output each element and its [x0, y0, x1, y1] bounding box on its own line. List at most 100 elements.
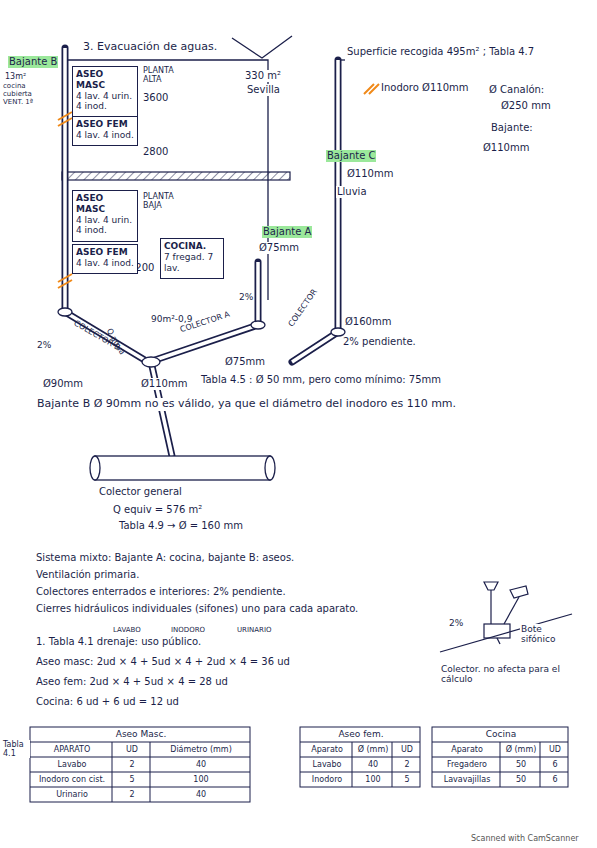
- trap-sketch-part: [490, 590, 491, 624]
- note-label: Aseo masc: 2ud × 4 + 5ud × 4 + 2ud × 4 =…: [35, 656, 291, 668]
- table-grid-part: [300, 727, 420, 787]
- table-grid-part: [432, 742, 568, 787]
- note-label: Ø (mm): [354, 745, 392, 754]
- note-label: Ø75mm: [224, 356, 266, 368]
- marker-hatch-part: [364, 84, 379, 94]
- note-label: Sevilla: [246, 84, 281, 96]
- note-label: Sistema mixto: Bajante A: cocina, bajant…: [35, 552, 295, 564]
- note-label: Cierres hidráulicos individuales (sifone…: [35, 603, 359, 615]
- note-label: 6: [542, 760, 568, 769]
- note-label: Ø250 mm: [500, 100, 552, 112]
- note-label: URINARIO: [236, 626, 273, 634]
- note-label: Inodoro Ø110mm: [380, 82, 470, 94]
- note-label: cocina cubierta VENT. 1ª: [2, 82, 48, 106]
- note-label: Tabla 4.5 : Ø 50 mm, pero como mínimo: 7…: [200, 374, 442, 386]
- pipe-joint-part: [331, 328, 345, 336]
- note-label: PLANTA ALTA: [142, 66, 184, 84]
- note-label: 2: [394, 760, 420, 769]
- pipe-joint-part: [58, 308, 72, 316]
- note-label: 100: [354, 775, 392, 784]
- note-label: 5: [394, 775, 420, 784]
- room-name: COCINA.: [164, 241, 220, 252]
- note-label: 330 m²: [244, 70, 282, 82]
- note-label: 40: [354, 760, 392, 769]
- pipe-joint-part: [142, 357, 160, 367]
- trap-sketch-part: [510, 586, 528, 598]
- room-box: COCINA.7 fregad. 7 lav.: [160, 238, 224, 279]
- marker-hatch-part: [58, 274, 72, 288]
- general-collector-part: [90, 456, 100, 480]
- note-label: INODORO: [170, 626, 206, 634]
- note-label: COLECTOR: [286, 287, 320, 330]
- table-grid-part: [30, 742, 250, 802]
- note-label: Q equiv = 576 m²: [112, 504, 203, 516]
- note-label: Aseo fem: 2ud × 4 + 5ud × 4 = 28 ud: [35, 676, 229, 688]
- fixture-list: 4 lav. 4 inod.: [76, 258, 134, 269]
- note-label: Ø (mm): [502, 745, 540, 754]
- note-label: LAVABO: [112, 626, 142, 634]
- marker-hatch-part: [58, 112, 72, 126]
- note-label: 40: [152, 760, 250, 769]
- note-label: 2%: [238, 292, 254, 302]
- pipe-joint-part: [251, 321, 265, 329]
- room-box: ASEO FEM4 lav. 4 inod.: [72, 116, 138, 146]
- general-collector-part: [265, 456, 275, 480]
- trap-sketch: [440, 582, 572, 652]
- note-label: Aparato: [302, 745, 352, 754]
- note-label: Colector. no afecta para el cálculo: [440, 664, 572, 685]
- table-grid-part: [432, 727, 568, 787]
- title: 3. Evacuación de aguas.: [82, 40, 218, 53]
- note-label: 13m²: [4, 72, 27, 81]
- note-label: Fregadero: [434, 760, 500, 769]
- note-label: 40: [152, 790, 250, 799]
- note-label: Bajante:: [490, 122, 534, 134]
- room-name: ASEO FEM: [76, 247, 134, 258]
- trap-sketch-part: [504, 597, 519, 624]
- note-label: Bote sifónico: [520, 624, 568, 645]
- trap-sketch-part: [484, 624, 510, 638]
- note-label: APARATO: [32, 745, 112, 754]
- note-label: Ventilación primaria.: [35, 569, 140, 581]
- note-label: Lavabo: [302, 760, 352, 769]
- room-name: ASEO FEM: [76, 119, 134, 130]
- pipe-inner: [65, 48, 338, 456]
- note-label: Bajante B: [8, 56, 58, 68]
- note-label: Bajante A: [262, 226, 312, 238]
- note-label: 2: [114, 760, 150, 769]
- note-label: Aseo fem.: [302, 729, 420, 739]
- note-label: 2%: [448, 618, 464, 628]
- note-label: 100: [152, 775, 250, 784]
- note-label: 2%: [36, 340, 52, 350]
- note-label: 2800: [142, 146, 169, 158]
- note-label: UD: [542, 745, 568, 754]
- general-collector-part: [95, 456, 270, 480]
- trap-sketch-part: [484, 582, 498, 590]
- room-box: ASEO FEM4 lav. 4 inod.: [72, 244, 138, 274]
- building-outline-part: [232, 36, 292, 58]
- note-label: Ø160mm: [344, 316, 392, 328]
- note-label: Inodoro con cist.: [32, 775, 112, 784]
- fixture-list: 4 lav. 4 inod.: [76, 130, 134, 141]
- note-label: Lavavajillas: [434, 775, 500, 784]
- floor-slab: [62, 172, 290, 180]
- table-grid-part: [30, 727, 250, 802]
- room-box: ASEO MASC4 lav. 4 urin. 4 inod.: [72, 66, 138, 118]
- note-label: UD: [394, 745, 420, 754]
- note-label: Superficie recogida 495m² ; Tabla 4.7: [346, 46, 535, 58]
- note-label: Ø Canalón:: [488, 84, 545, 96]
- note-label: 3600: [142, 92, 169, 104]
- drain-pipe: [65, 48, 338, 456]
- note-label: 50: [502, 760, 540, 769]
- note-label: Inodoro: [302, 775, 352, 784]
- note-label: 6: [542, 775, 568, 784]
- note-label: Tabla 4.1: [2, 740, 30, 758]
- table-grid: [30, 727, 568, 802]
- note-label: 2: [114, 790, 150, 799]
- note-label: Ø110mm: [482, 142, 530, 154]
- note-label: 2% pendiente.: [342, 336, 417, 348]
- trap-sketch-part: [497, 638, 500, 644]
- drain-pipe-part: [65, 48, 338, 456]
- note-label: Diámetro (mm): [152, 745, 250, 754]
- fixture-list: 4 lav. 4 urin. 4 inod.: [76, 91, 134, 113]
- note-label: Aseo Masc.: [32, 729, 250, 739]
